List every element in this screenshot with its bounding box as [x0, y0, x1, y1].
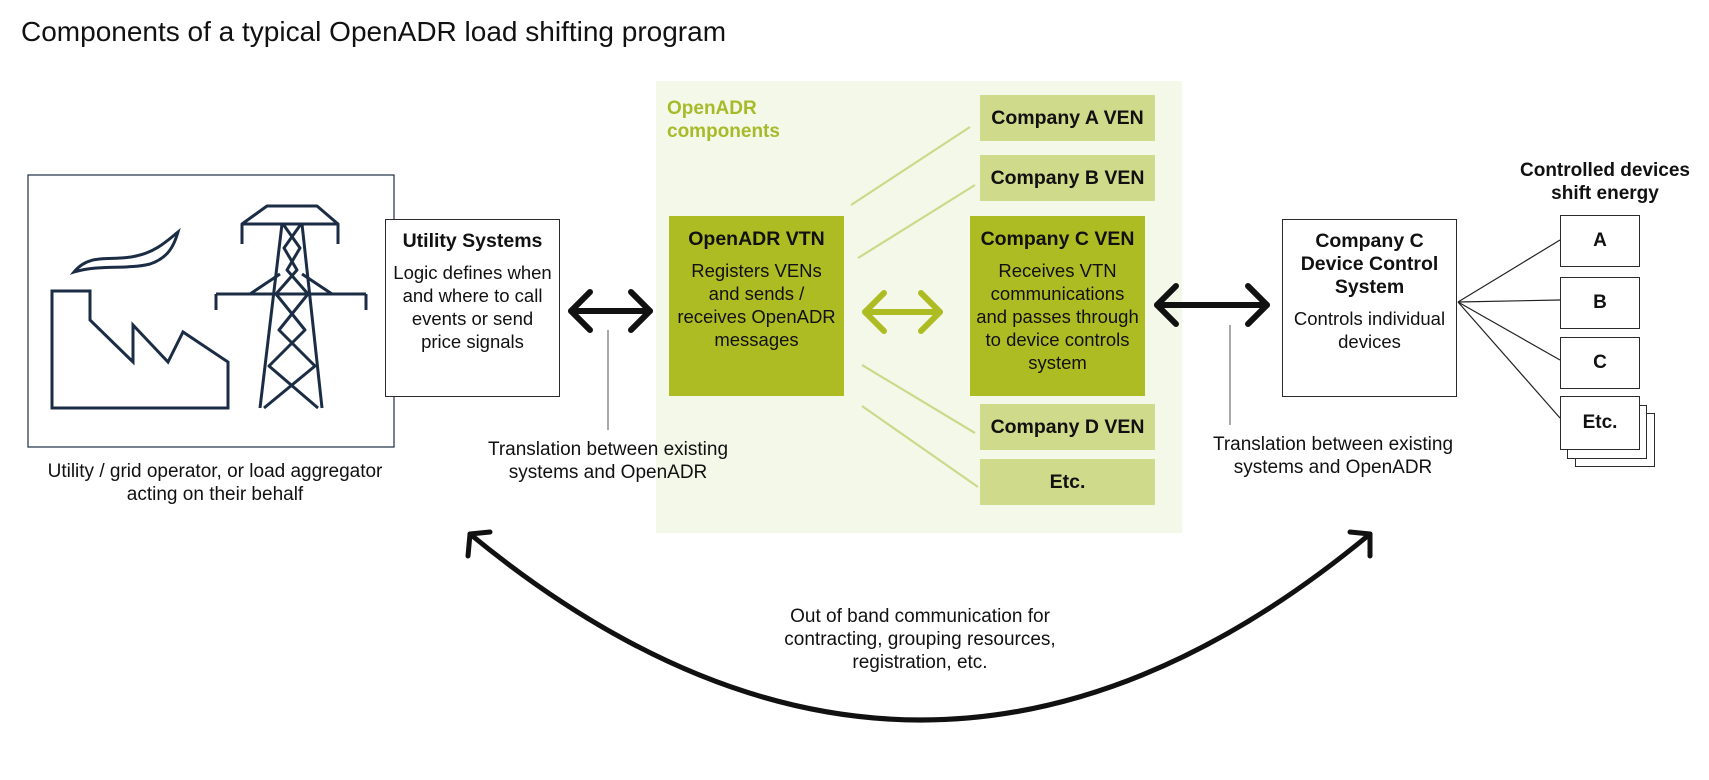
device-control-system-box: Company C Device Control System Controls…: [1282, 219, 1457, 397]
company-c-ven-body: Receives VTN communications and passes t…: [976, 260, 1139, 373]
company-c-ven-box: Company C VEN Receives VTN communication…: [970, 216, 1145, 396]
device-control-system-body: Controls individual devices: [1293, 308, 1446, 352]
openadr-vtn-box: OpenADR VTN Registers VENs and sends / r…: [669, 216, 844, 396]
factory-icon: [50, 227, 230, 410]
openadr-components-label: OpenADR components: [667, 98, 780, 142]
company-c-ven-title: Company C VEN: [980, 228, 1135, 250]
company-b-ven-box: Company B VEN: [980, 155, 1155, 201]
device-fanout-lines: [1457, 239, 1561, 419]
etc-ven-box: Etc.: [980, 459, 1155, 505]
vtn-ven-connectors: [850, 126, 979, 488]
ven-device-control-double-arrow: [1154, 283, 1270, 327]
utility-systems-box: Utility Systems Logic defines when and w…: [385, 219, 560, 397]
openadr-vtn-title: OpenADR VTN: [688, 228, 825, 250]
controlled-devices-heading: Controlled devices shift energy: [1520, 160, 1690, 204]
translation-right-caption: Translation between existing systems and…: [1212, 434, 1454, 478]
utility-caption: Utility / grid operator, or load aggrega…: [47, 461, 383, 505]
page-title: Components of a typical OpenADR load shi…: [21, 16, 727, 47]
vtn-ven-c-double-arrow: [862, 290, 943, 334]
company-a-ven-box: Company A VEN: [980, 95, 1155, 141]
out-of-band-curved-arrow: [465, 529, 1373, 723]
device-c-box: C: [1560, 337, 1640, 389]
utility-systems-title: Utility Systems: [402, 230, 543, 252]
device-a-box: A: [1560, 215, 1640, 267]
utility-illustration-frame: [27, 174, 395, 448]
device-control-system-title: Company C Device Control System: [1300, 230, 1439, 298]
openadr-vtn-body: Registers VENs and sends / receives Open…: [677, 260, 836, 350]
company-d-ven-box: Company D VEN: [980, 404, 1155, 450]
out-of-band-caption: Out of band communication for contractin…: [784, 606, 1056, 673]
transmission-tower-icon: [214, 204, 368, 410]
utility-systems-body: Logic defines when and where to call eve…: [393, 262, 552, 352]
device-b-box: B: [1560, 277, 1640, 329]
device-etc-box: Etc.: [1560, 396, 1640, 450]
translation-left-caption: Translation between existing systems and…: [487, 439, 729, 483]
utility-vtn-double-arrow: [568, 289, 653, 333]
